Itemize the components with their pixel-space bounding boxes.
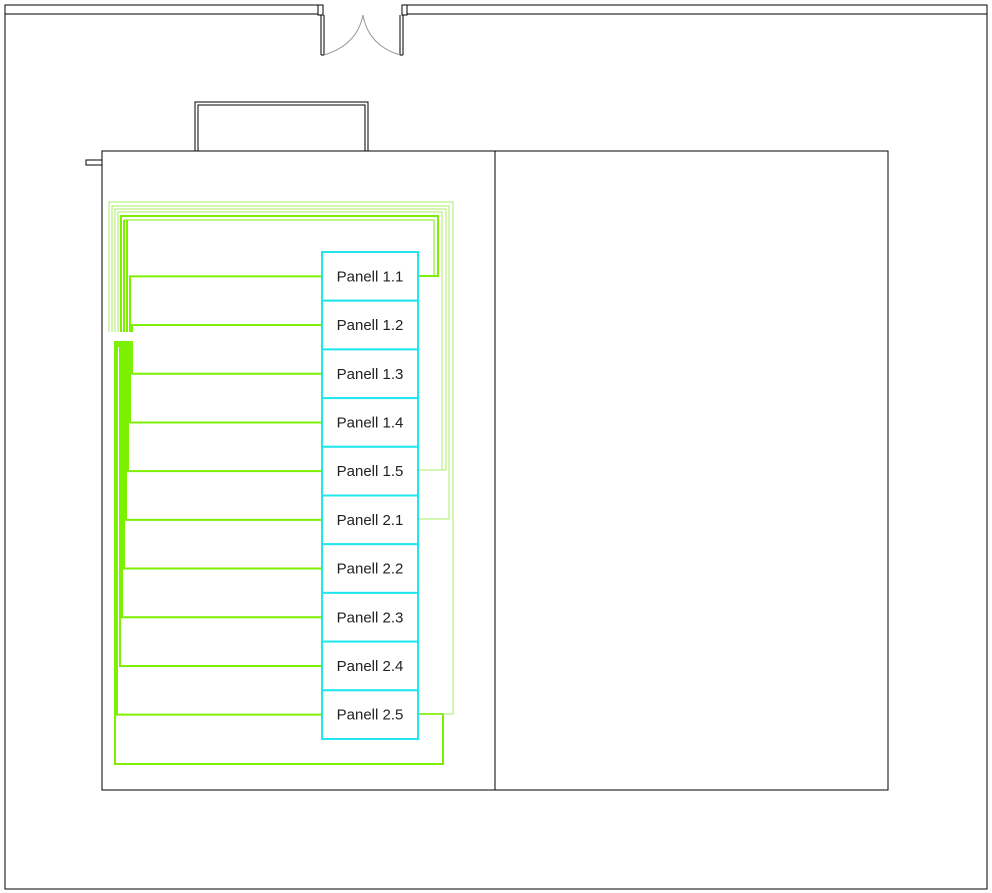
panel-box[interactable]	[321, 494, 419, 546]
panel-label: Panell 2.3	[337, 609, 404, 626]
outer-wall	[4, 4, 988, 890]
panel[interactable]: Panell 1.5	[321, 445, 419, 497]
double-door	[317, 4, 408, 56]
panel-label: Panell 2.4	[337, 658, 404, 675]
panel[interactable]: Panell 1.3	[321, 348, 419, 400]
loop-wire	[124, 219, 435, 276]
wiring	[108, 201, 454, 765]
feeder-wire	[129, 342, 322, 424]
panel[interactable]: Panell 2.2	[321, 543, 419, 594]
panel-box[interactable]	[321, 251, 419, 302]
panel-label: Panell 1.3	[337, 366, 404, 383]
panel-label: Panell 2.2	[337, 561, 404, 578]
panel-label: Panell 2.5	[337, 707, 404, 724]
panel[interactable]: Panell 2.5	[321, 689, 419, 740]
panel-box[interactable]	[321, 299, 419, 351]
upper-box	[194, 101, 369, 151]
panel-box[interactable]	[321, 445, 419, 497]
loop-wire	[108, 201, 454, 715]
panel[interactable]: Panell 2.4	[321, 640, 419, 692]
feeder-wire	[125, 342, 322, 521]
loop-wire	[120, 215, 439, 332]
panel-box[interactable]	[321, 591, 419, 643]
feeder-wire	[131, 324, 322, 332]
panel[interactable]: Panell 1.4	[321, 397, 419, 448]
panel-label: Panell 1.2	[337, 317, 404, 334]
panel-label: Panell 1.1	[337, 268, 404, 285]
loop-wire	[111, 205, 450, 520]
panel[interactable]: Panell 2.1	[321, 494, 419, 546]
panel-box[interactable]	[321, 543, 419, 594]
panel[interactable]: Panell 2.3	[321, 591, 419, 643]
feeder-wire	[121, 342, 322, 619]
panel-label: Panell 2.1	[337, 512, 404, 529]
loop-wire	[117, 211, 443, 471]
feeder-wire	[129, 275, 322, 332]
panel-box[interactable]	[321, 397, 419, 448]
panel-box[interactable]	[321, 640, 419, 692]
panel-label: Panell 1.4	[337, 414, 404, 431]
feeder-wire	[127, 342, 322, 473]
feeder-wire	[131, 342, 322, 375]
feeder-wire	[123, 342, 322, 570]
panel-box[interactable]	[321, 689, 419, 740]
feeder-wire	[116, 342, 322, 716]
wire-bundle-top	[114, 341, 133, 347]
panel[interactable]: Panell 1.2	[321, 299, 419, 351]
panel-label: Panell 1.5	[337, 463, 404, 480]
main-room	[85, 150, 889, 791]
panel[interactable]: Panell 1.1	[321, 251, 419, 302]
